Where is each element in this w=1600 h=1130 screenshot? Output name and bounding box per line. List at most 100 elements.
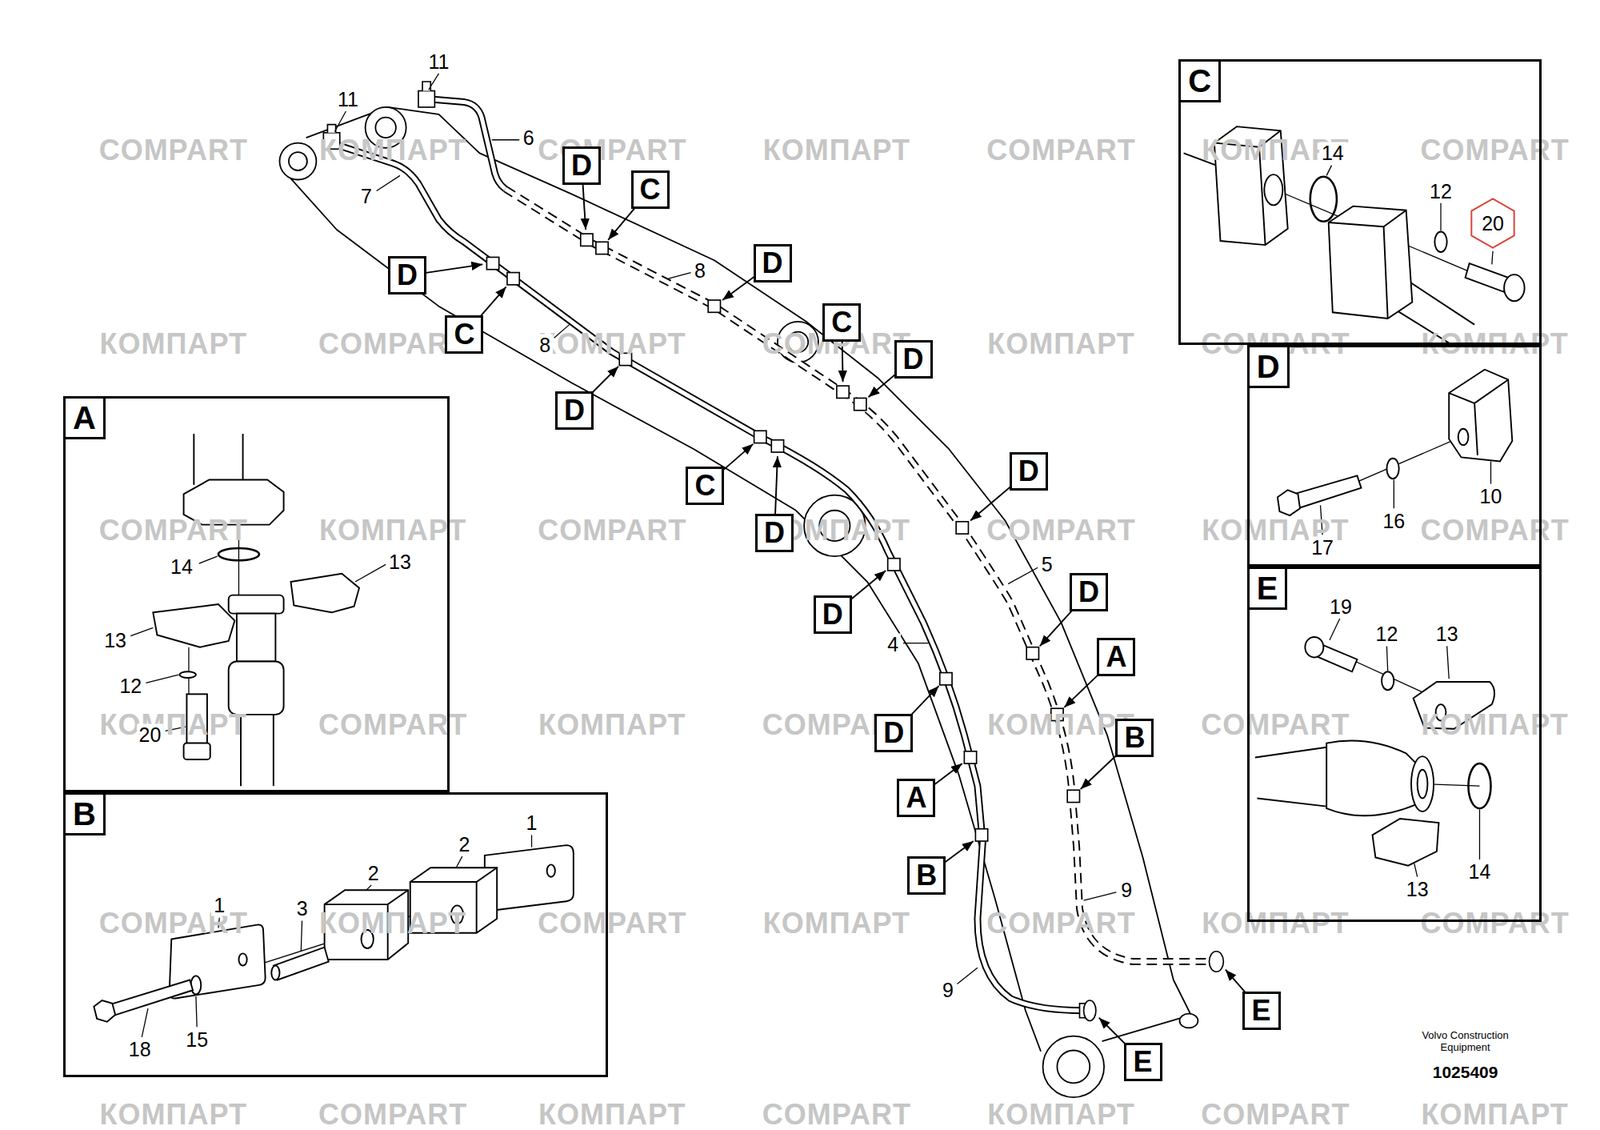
leader-line [145, 674, 179, 683]
detail-panel: 20C [1178, 59, 1542, 345]
boom-structure [279, 107, 1198, 1097]
hose-clamp [836, 385, 849, 398]
leader-line [334, 111, 346, 132]
detail-b-parts [484, 844, 574, 911]
detail-a-parts [152, 604, 235, 648]
detail-a-parts [188, 647, 189, 695]
boom-structure [1056, 1050, 1090, 1084]
view-letter: D [1018, 456, 1040, 486]
detail-c-parts [1434, 232, 1447, 253]
leader-line [300, 920, 302, 952]
callout-number: 17 [1308, 536, 1336, 558]
hose-clamp [580, 233, 593, 246]
watermark: КОМПАРТ [538, 710, 686, 740]
view-callout: D [388, 256, 427, 295]
callout-number: 12 [1372, 623, 1400, 645]
callout-number: 8 [692, 260, 708, 282]
view-callout: C [685, 466, 724, 505]
callout-number: 7 [358, 184, 375, 207]
hose-clamp [1208, 951, 1224, 972]
view-letter: C [831, 308, 852, 337]
detail-a-parts [228, 661, 284, 715]
hose-clamp [854, 397, 867, 410]
view-callout: E [1242, 991, 1281, 1030]
callout-arrow [407, 165, 1262, 1062]
callout-number: 20 [1481, 213, 1504, 234]
view-letter: C [640, 175, 661, 204]
watermark: COMPART [1200, 710, 1350, 740]
view-letter: D [564, 396, 585, 425]
view-letter: D [396, 260, 418, 290]
detail-d-parts [1458, 428, 1469, 445]
view-letter: B [916, 860, 937, 890]
leader-line [376, 175, 400, 191]
detail-c-parts [1465, 263, 1509, 292]
callout-number: 2 [456, 832, 472, 855]
watermark: КОМПАРТ [1420, 1100, 1568, 1129]
watermark: КОМПАРТ [763, 908, 911, 938]
detail-d-parts [1386, 458, 1399, 480]
hose-clamp [1084, 1000, 1096, 1021]
hydraulic-pipe [504, 188, 1209, 962]
hose-clamp [771, 440, 784, 452]
detail-d-parts [1277, 489, 1300, 516]
watermark: КОМПАРТ [100, 710, 248, 740]
callout-number: 6 [520, 127, 537, 149]
detail-b-parts [271, 965, 280, 980]
view-callout: B [907, 856, 946, 895]
hose-clamp [486, 256, 499, 269]
view-callout: D [1069, 572, 1108, 612]
leader-line [130, 73, 1493, 1037]
watermark: КОМПАРТ [538, 1100, 686, 1129]
callout-number: 8 [536, 334, 553, 356]
leader-line [1440, 203, 1441, 231]
boom-structure [291, 178, 1042, 1052]
boom-structure [375, 117, 396, 139]
watermark: КОМПАРТ [763, 136, 911, 165]
detail-d-parts [1277, 369, 1512, 516]
view-callout: D [753, 244, 792, 283]
callout-number: 1 [211, 894, 228, 916]
view-callout: E [1124, 1042, 1163, 1081]
callout-number: 2 [365, 861, 382, 884]
detail-c-parts [1310, 176, 1337, 222]
leader-line [1414, 863, 1418, 877]
callout-number: 20 [136, 724, 164, 746]
callout-number: 3 [294, 897, 311, 920]
hose-clamp [888, 558, 900, 571]
view-callout: A [896, 778, 936, 817]
view-callout: A [1096, 637, 1136, 676]
detail-a-parts [179, 671, 196, 678]
leader-line [1329, 618, 1340, 640]
watermark: COMPART [1420, 516, 1569, 545]
watermark: COMPART [1420, 136, 1569, 165]
detail-e-parts [1411, 756, 1434, 812]
leader-line [1447, 645, 1450, 679]
leader-line [903, 642, 929, 644]
watermark: КОМПАРТ [100, 1100, 248, 1129]
manufacturer-note: Volvo Construction Equipment [1405, 1029, 1526, 1054]
watermark: КОМПАРТ [319, 136, 467, 165]
watermark: КОМПАРТ [319, 516, 467, 545]
watermark: КОМПАРТ [1420, 710, 1568, 740]
callout-number: 9 [940, 979, 956, 1001]
hose-clamp [507, 272, 520, 285]
detail-a-parts [228, 595, 284, 614]
watermark: COMPART [986, 908, 1136, 938]
hose-clamp [323, 81, 1224, 1020]
detail-a-parts [184, 743, 211, 760]
watermark: COMPART [986, 516, 1136, 545]
view-callout: D [562, 146, 601, 185]
watermark: COMPART [986, 136, 1136, 165]
leader-line [492, 139, 520, 140]
detail-b-parts [547, 864, 556, 876]
detail-b-parts [273, 947, 329, 980]
detail-e-parts [1468, 763, 1491, 808]
callout-number: 13 [101, 628, 129, 651]
callout-number: 19 [1327, 595, 1355, 617]
watermark: КОМПАРТ [987, 329, 1135, 359]
hose-clamp [940, 672, 952, 685]
callout-number: 13 [386, 550, 414, 572]
view-callout: D [1009, 452, 1048, 491]
detail-c-parts [1328, 206, 1413, 319]
